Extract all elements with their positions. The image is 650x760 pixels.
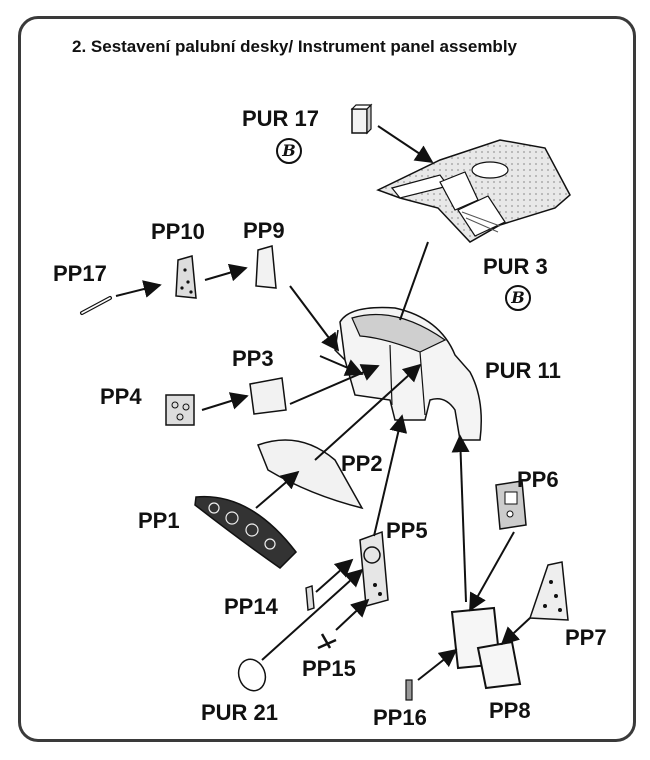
pp1-instrument-face: [194, 495, 297, 569]
label-pp7: PP7: [565, 625, 607, 650]
pur11-panel-body: [334, 306, 482, 441]
label-pp5: PP5: [386, 518, 428, 543]
pp5-plate: [359, 530, 389, 607]
label-pp14: PP14: [224, 594, 278, 619]
pp17-pin: [80, 296, 112, 315]
label-pp6: PP6: [517, 467, 559, 492]
diagram-frame: [18, 16, 636, 742]
pp16-piece: [405, 679, 413, 701]
pp10-plate: [175, 255, 197, 299]
resin-badge-pur17: B: [276, 138, 302, 164]
pp6-plate: [495, 480, 527, 530]
label-pp15: PP15: [302, 656, 356, 681]
pp14-piece: [305, 585, 315, 611]
pur3-glare-shield: [376, 139, 571, 243]
label-pp4: PP4: [100, 384, 142, 409]
pp4-plate: [165, 394, 195, 426]
label-pp16: PP16: [373, 705, 427, 730]
label-pur11: PUR 11: [485, 358, 561, 383]
label-pp9: PP9: [243, 218, 285, 243]
label-pur17: PUR 17: [242, 106, 320, 131]
label-pp17: PP17: [53, 261, 107, 286]
resin-badge-pur3: B: [505, 285, 531, 311]
label-pur3: PUR 3: [483, 254, 548, 279]
pp7-plate: [528, 561, 569, 621]
pp8-frame: [450, 606, 522, 690]
pur17-block: [350, 103, 373, 135]
pp3-plate: [249, 377, 287, 415]
label-pp8: PP8: [489, 698, 531, 723]
assembly-arrows: [115, 125, 531, 681]
label-pur21: PUR 21: [201, 700, 279, 725]
label-pp1: PP1: [138, 508, 180, 533]
label-pp2: PP2: [341, 451, 383, 476]
page-title: 2. Sestavení palubní desky/ Instrument p…: [72, 37, 517, 56]
label-pp3: PP3: [232, 346, 274, 371]
label-pp10: PP10: [151, 219, 205, 244]
pp9-plate: [255, 245, 277, 289]
pp15-piece: [317, 633, 337, 650]
pur21-ring: [237, 658, 267, 692]
